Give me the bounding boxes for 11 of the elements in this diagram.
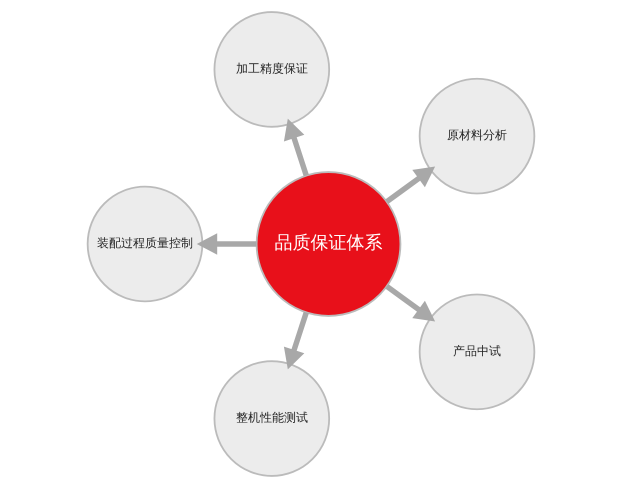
- arrow: [385, 284, 436, 322]
- node-circle: 原材料分析: [418, 78, 536, 194]
- arrow: [196, 233, 257, 255]
- arrow: [385, 166, 436, 204]
- node-circle: 产品中试: [418, 294, 536, 410]
- arrow: [284, 312, 309, 370]
- node-circle: 装配过程质量控制: [86, 186, 204, 302]
- node-circle: 品质保证体系: [256, 171, 402, 317]
- node-circle: 整机性能测试: [214, 360, 330, 477]
- node-circle: 加工精度保证: [214, 11, 330, 128]
- arrow: [284, 118, 309, 176]
